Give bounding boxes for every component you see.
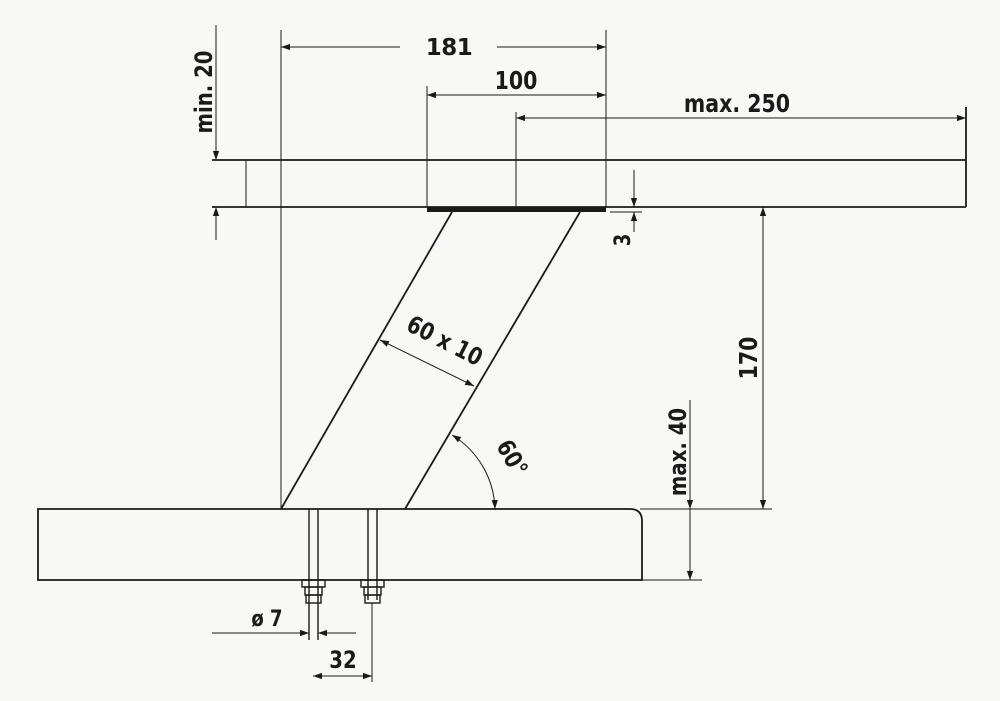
dimension-min-20: min. 20 [191,25,220,240]
dimension-170: 170 [735,207,767,509]
dimension-100-label: 100 [495,67,538,95]
dimension-32-label: 32 [329,647,356,674]
dimension-max-250-label: max. 250 [684,90,790,118]
top-board [212,107,967,208]
angle-60-label: 60° [490,435,532,481]
dimension-170-label: 170 [735,337,763,380]
dimension-max-40: max. 40 [665,400,694,580]
dimension-diameter-7-label: ø 7 [251,605,282,631]
base-block [37,508,772,581]
dimension-60x10: 60 x 10 [379,311,487,387]
anchor-bolt-left [301,509,326,640]
dimension-181: 181 [280,30,606,509]
inclined-flat-bar [280,211,581,510]
dimension-32: 32 [313,603,373,682]
dimension-max-40-label: max. 40 [665,408,692,496]
dimension-3: 3 [609,170,642,246]
dimension-60x10-label: 60 x 10 [402,311,487,372]
dimension-100: 100 [427,67,606,99]
dimension-max-250: max. 250 [516,90,966,122]
dimension-3-label: 3 [609,234,635,247]
angle-60: 60° [451,434,532,510]
dimension-min-20-label: min. 20 [191,51,218,134]
anchor-bolt-right [360,509,385,604]
dimension-181-label: 181 [426,35,473,61]
dimension-diameter-7: ø 7 [212,605,356,637]
